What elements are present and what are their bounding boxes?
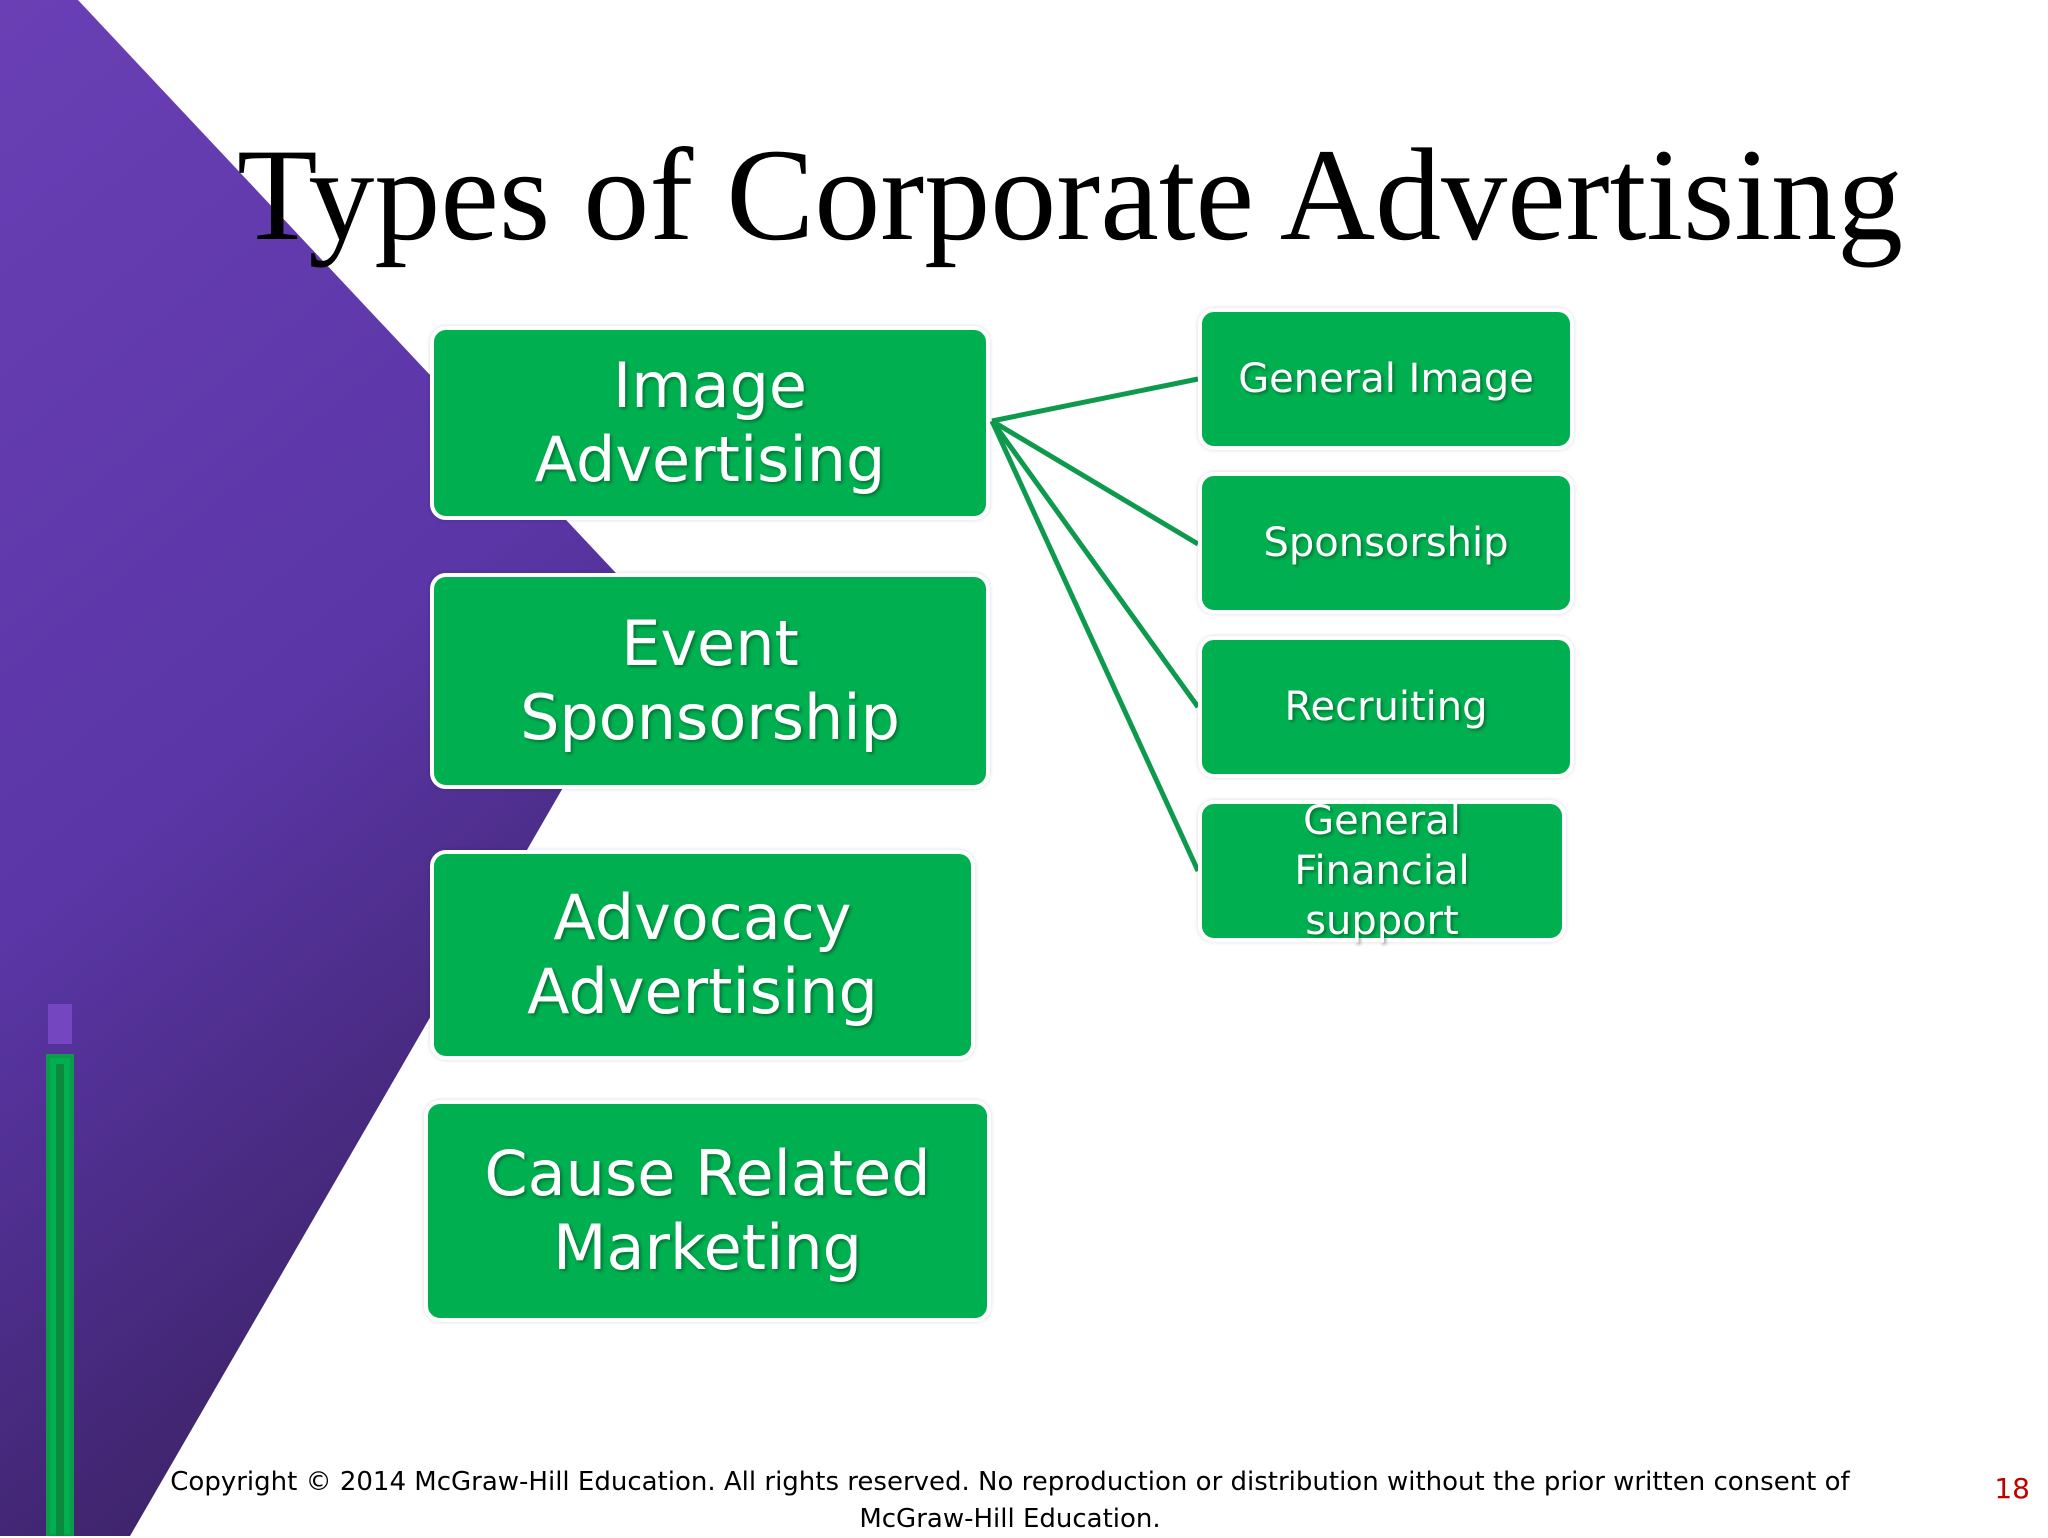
subtype-general-financial-support: General Financial support [1198, 798, 1566, 944]
subtype-general-image: General Image [1198, 308, 1574, 450]
purple-diagonal-shape [0, 0, 660, 1536]
connector-recruiting [989, 419, 1201, 709]
category-advocacy-advertising: Advocacy Advertising [430, 850, 975, 1060]
subtype-label: General Image [1238, 356, 1534, 402]
connector-general-financial-support [989, 419, 1201, 873]
subtype-label: Sponsorship [1263, 520, 1509, 566]
connector-general-image [991, 376, 1199, 424]
accent-bar-purple [48, 1004, 72, 1044]
connector-sponsorship [990, 418, 1200, 547]
category-cause-related-marketing: Cause Related Marketing [424, 1100, 991, 1322]
category-image-advertising: Image Advertising [430, 326, 990, 520]
category-event-sponsorship: Event Sponsorship [430, 573, 990, 789]
connector-lines [989, 376, 1201, 873]
category-label: Event Sponsorship [520, 606, 900, 754]
slide-title: Types of Corporate Advertising [236, 121, 1904, 268]
subtype-sponsorship: Sponsorship [1198, 472, 1574, 614]
subtype-label: Recruiting [1284, 684, 1488, 730]
copyright-footer: Copyright © 2014 McGraw-Hill Education. … [170, 1467, 1850, 1534]
category-label: Cause Related Marketing [484, 1136, 931, 1284]
category-label: Image Advertising [534, 348, 886, 496]
page-number: 18 [1994, 1472, 2030, 1505]
subtype-recruiting: Recruiting [1198, 636, 1574, 778]
accent-bar-green-inner [56, 1064, 64, 1536]
subtype-label: General Financial support [1294, 798, 1470, 944]
category-label: Advocacy Advertising [527, 880, 878, 1028]
